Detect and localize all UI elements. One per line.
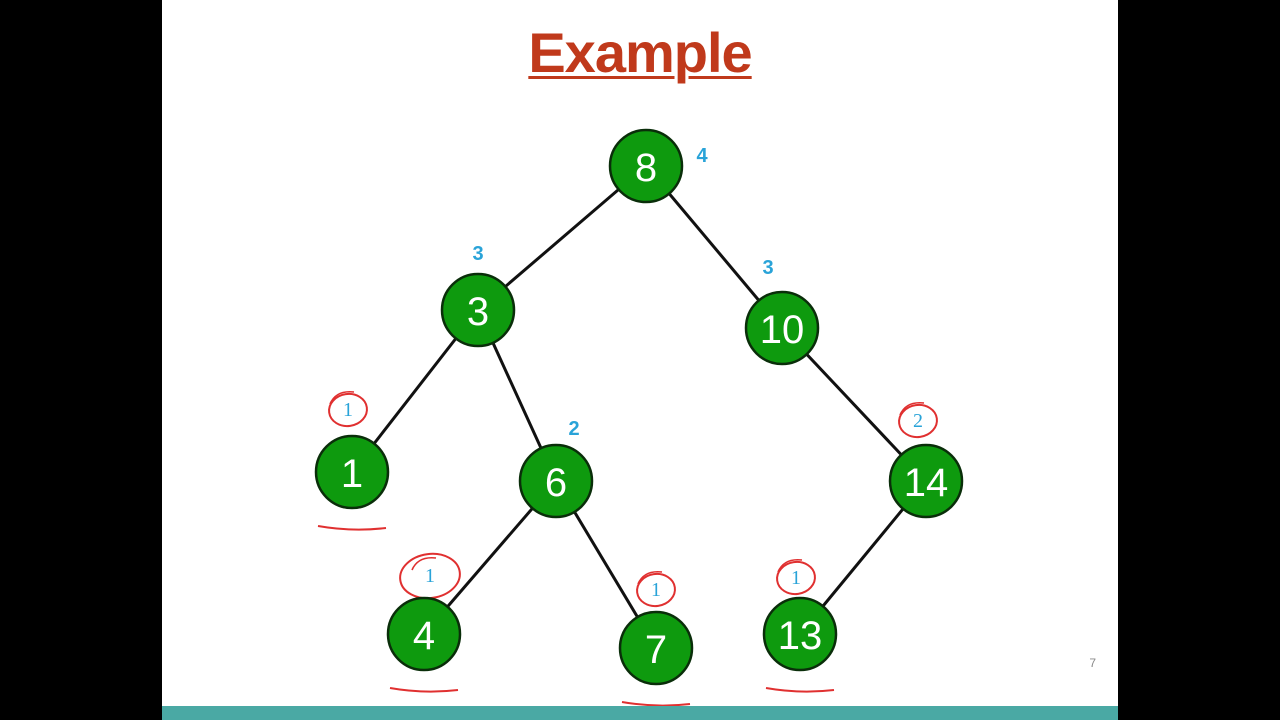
tree-node-10: 10 <box>744 290 820 366</box>
node-label: 6 <box>545 461 567 505</box>
height-label-8: 4 <box>696 145 708 167</box>
tree-node-14: 14 <box>888 443 964 519</box>
tree-node-4: 4 <box>386 596 462 672</box>
node-circle <box>608 128 684 204</box>
tree-node-6: 6 <box>518 443 594 519</box>
annotation-circle-stroke <box>899 401 925 416</box>
annotation-circle-stroke <box>777 558 803 573</box>
node-circle <box>618 610 694 686</box>
bottom-bar <box>162 706 1118 720</box>
annotation-underline <box>765 687 835 693</box>
tree-node-7: 7 <box>618 610 694 686</box>
edges-layer <box>350 164 928 649</box>
annotation-underline <box>389 687 459 693</box>
tree-node-1: 1 <box>314 434 390 510</box>
height-label-7: 1 <box>651 579 661 601</box>
height-label-14: 2 <box>913 410 923 432</box>
slide: Example 8 3 10 1 6 14 4 7 13 4 3 3 1 2 2 1 1 1 7 <box>162 0 1118 720</box>
annotation-underline <box>317 525 387 531</box>
node-circle <box>888 443 964 519</box>
node-label: 1 <box>341 452 363 496</box>
tree-diagram: 8 3 10 1 6 14 4 7 13 4 3 3 1 2 2 1 1 1 <box>314 128 964 707</box>
annotation-circle-stroke <box>637 570 663 585</box>
slide-title: Example <box>162 20 1118 85</box>
annotation-circle <box>328 392 368 428</box>
node-label: 13 <box>778 614 823 658</box>
tree-node-13: 13 <box>762 596 838 672</box>
annotations-layer <box>317 390 938 707</box>
node-label: 14 <box>904 461 949 505</box>
heights-layer: 4 3 3 1 2 2 1 1 1 <box>343 145 923 601</box>
tree-node-8: 8 <box>608 128 684 204</box>
node-circle <box>386 596 462 672</box>
height-label-10: 3 <box>762 257 773 279</box>
annotation-circle <box>898 403 938 439</box>
node-label: 4 <box>413 614 435 658</box>
node-circle <box>518 443 594 519</box>
slide-number: 7 <box>1089 656 1096 670</box>
node-circle <box>762 596 838 672</box>
height-label-4: 1 <box>425 565 435 587</box>
node-circle <box>440 272 516 348</box>
annotation-circle <box>636 572 676 608</box>
annotation-circle <box>776 560 816 596</box>
height-label-3: 3 <box>472 243 483 265</box>
node-label: 7 <box>645 628 667 672</box>
height-label-1: 1 <box>343 399 353 421</box>
annotation-underline <box>621 701 691 707</box>
annotation-circle-stroke <box>411 556 437 571</box>
height-label-6: 2 <box>568 418 579 440</box>
node-label: 3 <box>467 290 489 334</box>
annotation-circle <box>399 552 461 600</box>
slide-title-text: Example <box>528 21 752 84</box>
node-label: 10 <box>760 308 805 352</box>
tree-node-3: 3 <box>440 272 516 348</box>
node-label: 8 <box>635 146 657 190</box>
height-label-13: 1 <box>791 567 801 589</box>
node-circle <box>744 290 820 366</box>
annotation-circle-stroke <box>329 390 355 405</box>
node-circle <box>314 434 390 510</box>
